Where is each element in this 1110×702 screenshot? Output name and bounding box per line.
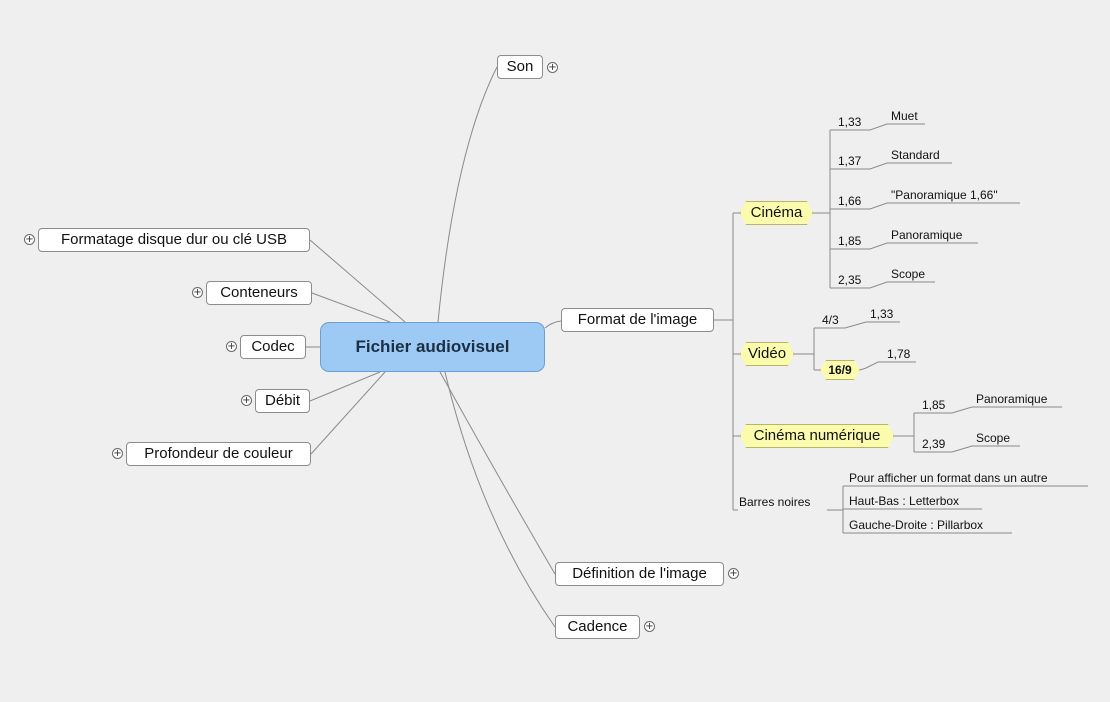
ratio-value[interactable]: 1,85 — [922, 398, 946, 412]
video-ratio-value[interactable]: 1,78 — [887, 347, 911, 361]
ratio-name[interactable]: Panoramique — [891, 228, 963, 242]
central-topic[interactable]: Fichier audiovisuel — [320, 322, 545, 372]
topic-format-image[interactable]: Format de l'image — [561, 308, 714, 332]
ratio-value[interactable]: 1,33 — [838, 115, 862, 129]
barres-noires-item[interactable]: Gauche-Droite : Pillarbox — [849, 518, 984, 532]
plus-circle-icon[interactable]: + — [24, 234, 35, 245]
plus-circle-icon[interactable]: + — [547, 62, 558, 73]
ratio-name[interactable]: Scope — [891, 267, 926, 281]
topic-profondeur-couleur[interactable]: Profondeur de couleur — [126, 442, 311, 466]
plus-circle-icon[interactable]: + — [241, 395, 252, 406]
plus-circle-icon[interactable]: + — [728, 568, 739, 579]
topic-codec[interactable]: Codec — [240, 335, 306, 359]
barres-noires-item[interactable]: Pour afficher un format dans un autre — [849, 471, 1048, 485]
topic-cadence[interactable]: Cadence — [555, 615, 640, 639]
ratio-value[interactable]: 1,66 — [838, 194, 862, 208]
plus-circle-icon[interactable]: + — [192, 287, 203, 298]
subtopic-cinema-numerique[interactable]: Cinéma numérique — [740, 424, 894, 448]
ratio-name[interactable]: Scope — [976, 431, 1011, 445]
topic-definition-image[interactable]: Définition de l'image — [555, 562, 724, 586]
plus-circle-icon[interactable]: + — [112, 448, 123, 459]
ratio-name[interactable]: Muet — [891, 109, 918, 123]
ratio-value[interactable]: 1,37 — [838, 154, 862, 168]
topic-formatage[interactable]: Formatage disque dur ou clé USB — [38, 228, 310, 252]
subtopic-video[interactable]: Vidéo — [740, 342, 794, 366]
ratio-name[interactable]: Panoramique — [976, 392, 1048, 406]
ratio-name[interactable]: "Panoramique 1,66" — [891, 188, 998, 202]
topic-debit[interactable]: Débit — [255, 389, 310, 413]
video-ratio-label[interactable]: 4/3 — [822, 313, 839, 327]
ratio-name[interactable]: Standard — [891, 148, 940, 162]
ratio-value[interactable]: 2,35 — [838, 273, 862, 287]
topic-son[interactable]: Son — [497, 55, 543, 79]
video-ratio-value[interactable]: 1,33 — [870, 307, 894, 321]
plus-circle-icon[interactable]: + — [226, 341, 237, 352]
plus-circle-icon[interactable]: + — [644, 621, 655, 632]
topic-conteneurs[interactable]: Conteneurs — [206, 281, 312, 305]
ratio-value[interactable]: 1,85 — [838, 234, 862, 248]
barres-noires-item[interactable]: Haut-Bas : Letterbox — [849, 494, 960, 508]
video-ratio-16-9[interactable]: 16/9 — [820, 360, 860, 380]
subtopic-barres-noires[interactable]: Barres noires — [739, 495, 811, 509]
subtopic-cinema[interactable]: Cinéma — [740, 201, 813, 225]
ratio-value[interactable]: 2,39 — [922, 437, 946, 451]
